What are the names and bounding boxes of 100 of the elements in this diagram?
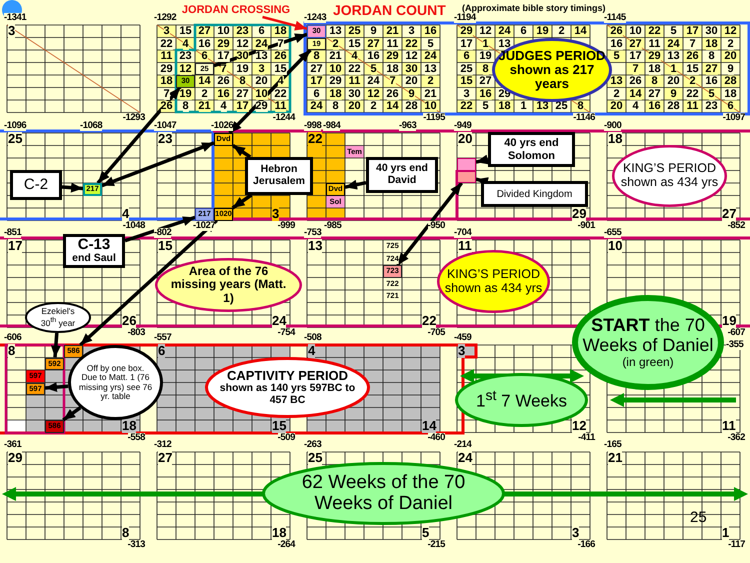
cell-number: 18 bbox=[386, 64, 399, 74]
cell-number: 4 bbox=[308, 344, 316, 358]
callout-text: Hebron Jerusalem bbox=[252, 164, 306, 188]
callout-text: shown as 140 yrs 597BC to 457 BC bbox=[218, 383, 356, 406]
cell-number: 2 bbox=[558, 26, 565, 37]
callout-ellipse bbox=[437, 250, 550, 313]
callout-text: C-2 bbox=[24, 176, 48, 194]
cell-number: 2 bbox=[201, 88, 208, 100]
cell-number: 24 bbox=[498, 26, 511, 37]
cell-number: 23 bbox=[179, 51, 192, 62]
cell-number: 26 bbox=[217, 76, 230, 87]
year-label: -1243 bbox=[304, 13, 326, 23]
cell-number: 24 bbox=[367, 76, 380, 87]
cell-number: 29 bbox=[160, 64, 173, 74]
cell-number: 11 bbox=[274, 101, 286, 112]
callout-text: (in green) bbox=[622, 356, 674, 369]
cell-number: 25 bbox=[555, 101, 568, 112]
callout-ellipse bbox=[68, 345, 163, 420]
cell-number: 16 bbox=[367, 51, 380, 62]
cell-number: 17 bbox=[8, 239, 22, 253]
cell-number: 29 bbox=[648, 51, 661, 62]
year-label: -312 bbox=[154, 440, 172, 450]
year-label: -117 bbox=[728, 540, 745, 550]
cell-number: 13 bbox=[308, 239, 322, 253]
callout-ellipse bbox=[205, 357, 370, 418]
highlighted-cell bbox=[45, 358, 64, 370]
year-label: -1146 bbox=[573, 113, 595, 123]
heading-text: JORDAN COUNT bbox=[333, 2, 446, 18]
year-label: -166 bbox=[578, 540, 595, 550]
callout-box bbox=[481, 181, 588, 207]
callout-text: Area of the 76 missing years (Matt. 1) bbox=[170, 265, 288, 305]
cell-number: 8 bbox=[122, 526, 130, 540]
cell-number: 13 bbox=[255, 51, 268, 62]
arrow bbox=[50, 332, 61, 358]
cell-number: 23 bbox=[705, 101, 718, 112]
cell-number: 14 bbox=[386, 101, 399, 112]
year-label: -900 bbox=[604, 121, 622, 131]
double-arrow bbox=[213, 32, 308, 68]
cell-number: 26 bbox=[686, 51, 699, 62]
cell-number: 14 bbox=[422, 419, 436, 433]
callout-ellipse bbox=[25, 302, 91, 333]
year-label: -851 bbox=[4, 228, 22, 238]
cell-number: 11 bbox=[348, 76, 360, 87]
cell-number: 26 bbox=[386, 88, 399, 100]
cell-number: 9 bbox=[727, 64, 734, 74]
cell-number: 3 bbox=[8, 24, 16, 38]
cell-number: 7 bbox=[163, 88, 170, 100]
cell-number: 8 bbox=[182, 101, 189, 112]
cell-number: 29 bbox=[329, 76, 342, 87]
double-arrow bbox=[101, 141, 215, 188]
cell-number: 18 bbox=[608, 132, 622, 146]
callout-text: C-13 bbox=[78, 236, 110, 253]
double-arrow bbox=[396, 182, 463, 266]
year-label: -606 bbox=[4, 333, 22, 343]
arrow bbox=[232, 144, 252, 158]
year-label: -460 bbox=[428, 433, 445, 443]
cell-number: 13 bbox=[667, 51, 680, 62]
highlighted-cell bbox=[176, 75, 195, 88]
cell-number: 15 bbox=[686, 64, 699, 74]
cell-number: 5 bbox=[482, 101, 489, 112]
highlighted-cell bbox=[195, 208, 214, 220]
year-label: -264 bbox=[278, 540, 295, 550]
cell-number: 11 bbox=[722, 419, 736, 433]
cell-number: 15 bbox=[348, 38, 361, 50]
cell-number: 13 bbox=[610, 76, 623, 87]
cell-number: 7 bbox=[277, 38, 284, 50]
cell-number: 13 bbox=[424, 64, 437, 74]
highlighted-cell bbox=[307, 25, 326, 38]
year-label: -999 bbox=[278, 221, 295, 231]
highlighted-cell bbox=[26, 382, 45, 395]
highlighted-cell bbox=[457, 158, 476, 170]
cell-number: 18 bbox=[272, 526, 286, 540]
highlighted-cell bbox=[83, 183, 102, 196]
cell-number: 19 bbox=[536, 26, 549, 37]
cell-number: 17 bbox=[629, 51, 642, 62]
cell-number: 20 bbox=[610, 101, 623, 112]
callout-box bbox=[63, 234, 125, 268]
cell-number: 27 bbox=[236, 88, 249, 100]
cell-number: 22 bbox=[460, 101, 473, 112]
cell-number: 20 bbox=[724, 51, 737, 62]
cell-number: 23 bbox=[236, 26, 249, 37]
arrow bbox=[44, 382, 68, 392]
cell-number: 12 bbox=[724, 26, 737, 37]
cell-number: 16 bbox=[705, 76, 718, 87]
cell-number: 10 bbox=[217, 26, 230, 37]
cell-number: 7 bbox=[689, 38, 696, 50]
callout-text: KING’S PERIOD shown as 434 yrs bbox=[444, 268, 544, 296]
cell-number: 20 bbox=[667, 76, 680, 87]
cell-number: 11 bbox=[458, 239, 472, 253]
cell-number: 8 bbox=[8, 344, 16, 358]
cell-number: 14 bbox=[198, 76, 211, 87]
cell-number: 21 bbox=[386, 26, 399, 37]
callout-text: 62 Weeks of the 70 Weeks of Daniel bbox=[300, 472, 466, 514]
cell-number: 24 bbox=[424, 51, 437, 62]
year-label: -263 bbox=[304, 440, 322, 450]
year-label: -1097 bbox=[722, 113, 745, 123]
year-label: -214 bbox=[454, 440, 472, 450]
arrow bbox=[232, 194, 252, 210]
callout-box bbox=[10, 170, 62, 200]
cell-number: 17 bbox=[460, 38, 473, 50]
